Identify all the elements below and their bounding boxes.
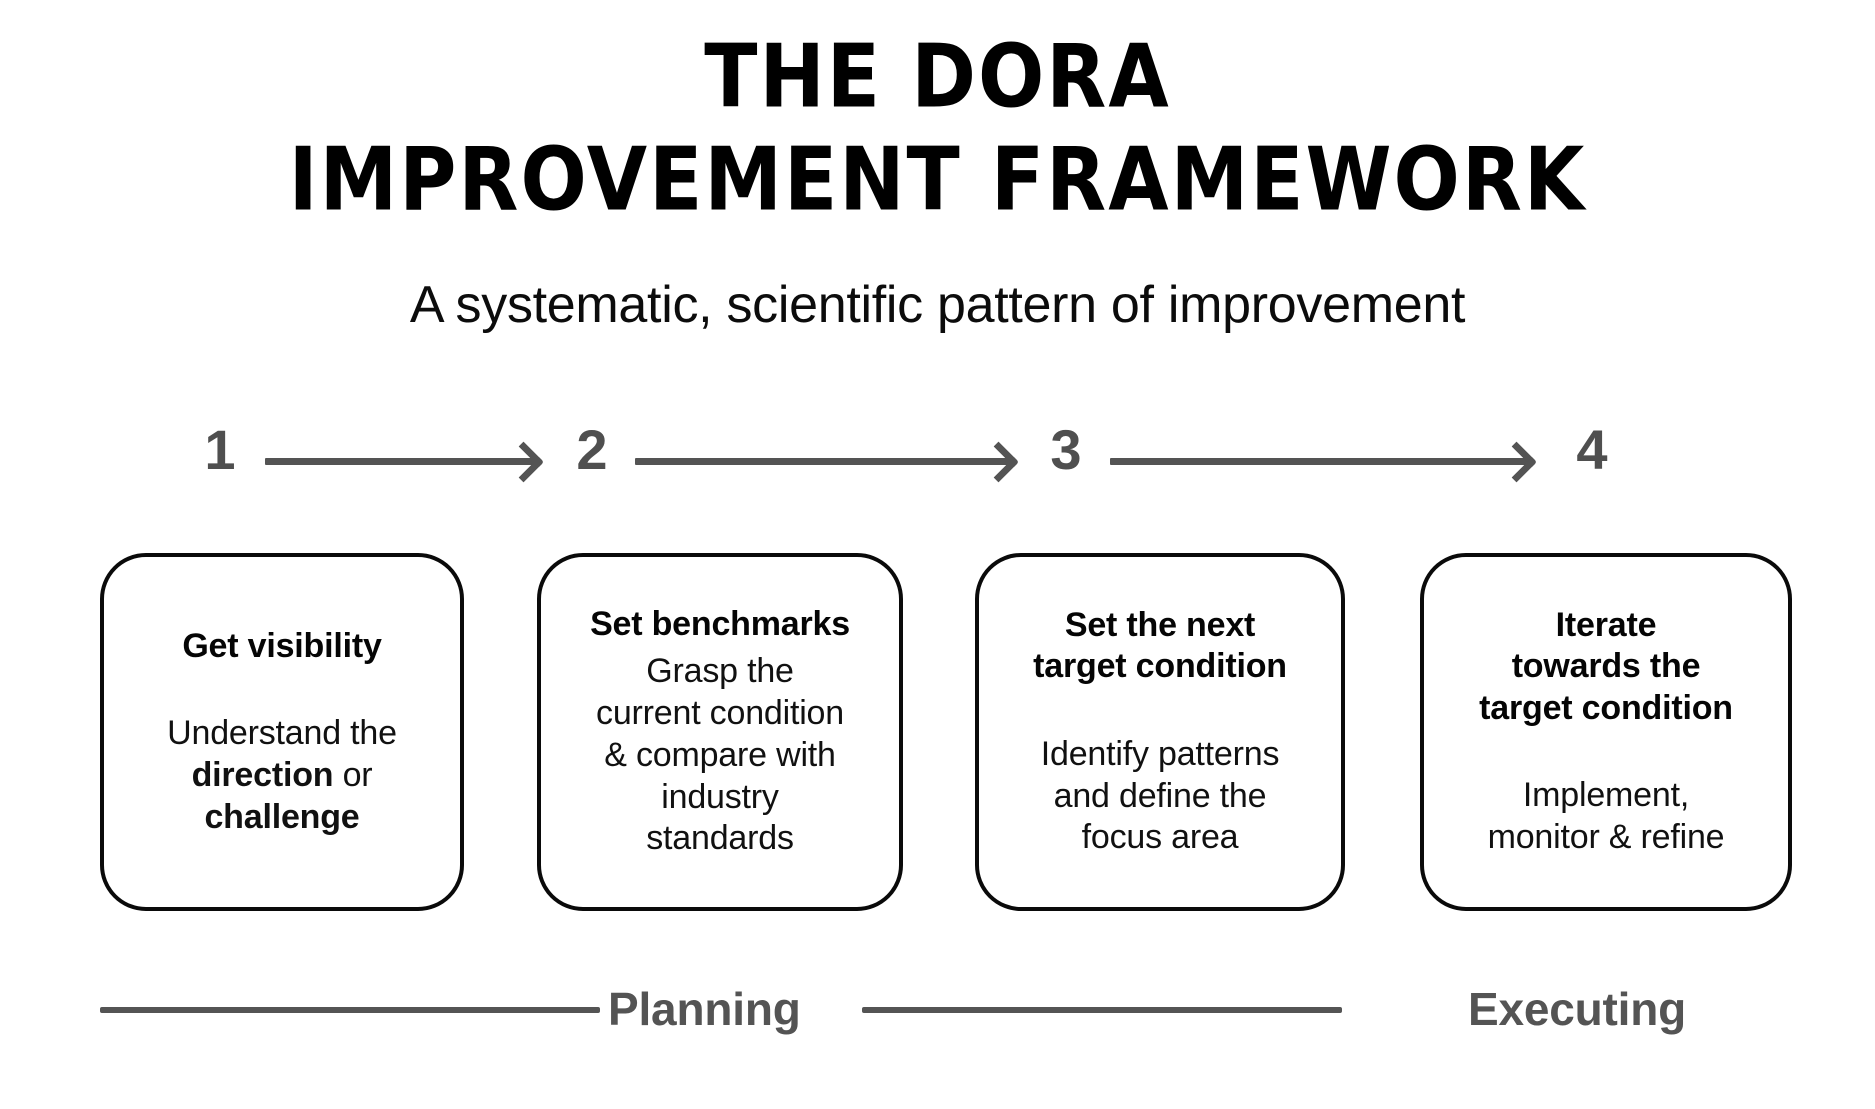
step-card-1-title: Get visibility <box>182 626 382 665</box>
step-card-3: Set the next target condition Identify p… <box>975 553 1345 911</box>
step-card-1-body-mid: or <box>342 755 373 794</box>
step-card-1-emphasis-direction: direction <box>191 755 334 794</box>
page-subtitle: A systematic, scientific pattern of impr… <box>409 276 1466 335</box>
arrow-icon-3-to-4 <box>1110 441 1538 483</box>
step-card-3-title: Set the next target condition <box>1033 605 1287 686</box>
arrow-head <box>502 441 545 483</box>
step-card-2-title: Set benchmarks <box>590 604 850 643</box>
step-sequence: 1 2 3 4 <box>0 414 1875 490</box>
phase-label-executing: Executing <box>1468 983 1687 1035</box>
arrow-icon-1-to-2 <box>265 441 545 483</box>
phase-bracket: Planning Executing <box>0 975 1875 1045</box>
step-card-4-title: Iterate towards the target condition <box>1479 605 1733 727</box>
arrow-shaft <box>635 458 1010 465</box>
step-card-2: Set benchmarks Grasp the current conditi… <box>537 553 903 911</box>
step-card-4: Iterate towards the target condition Imp… <box>1420 553 1792 911</box>
step-number-3: 3 <box>1050 418 1082 481</box>
step-cards: Get visibility Understand the direction … <box>0 553 1875 916</box>
step-card-1-body-pre: Understand the <box>167 714 397 753</box>
page-title-line-1: THE DORA <box>704 27 1171 128</box>
page-title-line-2: IMPROVEMENT FRAMEWORK <box>288 130 1587 231</box>
page-title: THE DORA IMPROVEMENT FRAMEWORK <box>0 26 1875 232</box>
step-card-1-body: Understand the direction or challenge <box>167 713 397 838</box>
phase-line-right <box>862 1007 1342 1013</box>
step-card-1: Get visibility Understand the direction … <box>100 553 464 911</box>
phase-label-planning: Planning <box>608 983 801 1035</box>
step-number-4: 4 <box>1576 418 1608 481</box>
arrow-shaft <box>1110 458 1528 465</box>
arrow-icon-2-to-3 <box>635 441 1020 483</box>
step-card-2-body: Grasp the current condition & compare wi… <box>596 652 844 858</box>
phase-line-left <box>100 1007 600 1013</box>
step-card-3-body: Identify patterns and define the focus a… <box>1040 734 1280 857</box>
step-card-4-body: Implement, monitor & refine <box>1487 776 1725 857</box>
header: THE DORA IMPROVEMENT FRAMEWORK A systema… <box>0 0 1875 336</box>
step-number-2: 2 <box>576 418 608 481</box>
arrow-head <box>1495 441 1538 483</box>
step-card-1-emphasis-challenge: challenge <box>204 797 360 836</box>
arrow-head <box>977 441 1020 483</box>
step-number-1: 1 <box>204 418 236 481</box>
arrow-shaft <box>265 458 535 465</box>
